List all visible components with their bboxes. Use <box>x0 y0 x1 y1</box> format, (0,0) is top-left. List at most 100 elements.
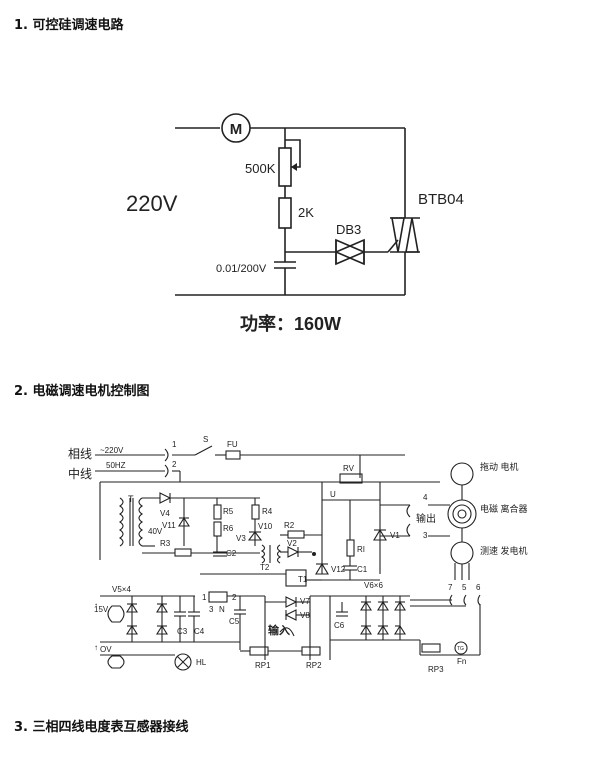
triac-label: BTB04 <box>418 191 464 208</box>
resistor-2k <box>278 197 292 229</box>
diode-v6f <box>394 624 406 635</box>
diode-v8 <box>284 609 297 621</box>
v15-label: 15V <box>94 605 109 614</box>
cap-label: 0.01/200V <box>216 263 267 275</box>
power-label: 功率：160W <box>240 313 341 334</box>
t1-label: T1 <box>298 575 308 584</box>
r4-label: R4 <box>262 507 273 516</box>
v220-label: ~220V <box>100 446 124 455</box>
fuse-fu <box>225 450 241 460</box>
v5x4-label: V5×4 <box>112 585 131 594</box>
rv-label: RV <box>343 464 355 473</box>
svg-text:↑: ↑ <box>94 601 98 610</box>
terminal-2-label: 2 <box>172 460 177 469</box>
output-label: 输出 <box>416 512 436 525</box>
v2-label: V2 <box>287 539 297 548</box>
diode-v7 <box>285 596 298 608</box>
resistor-r3 <box>174 548 192 557</box>
pin-1-label: 1 <box>202 593 207 602</box>
pin-2-label: 2 <box>232 593 237 602</box>
pot-label: 500K <box>245 161 276 176</box>
terminal-5-label: 5 <box>462 583 467 592</box>
diode-v1 <box>373 528 387 541</box>
rp2-label: RP2 <box>306 661 322 670</box>
v7-label: V7 <box>300 597 310 606</box>
v10-label: V10 <box>258 522 273 531</box>
r5-label: R5 <box>223 507 234 516</box>
neutral-label: 中线 <box>68 466 92 481</box>
diode-v6e <box>377 624 389 635</box>
drag-motor-label: 拖动 电机 <box>480 461 519 472</box>
pot-rp1 <box>249 646 269 656</box>
pin-n-label: N <box>219 605 225 614</box>
terminal-3-label: 3 <box>423 531 428 540</box>
tach-generator <box>450 541 474 565</box>
triac-speed-circuit: M 500K 2K 220V DB3 BTB04 0.01/200V 功率：16… <box>126 113 464 334</box>
rp3-label: RP3 <box>428 665 444 674</box>
resistor-ri <box>346 539 355 557</box>
switch-label: S <box>203 435 208 444</box>
svg-text:↑: ↑ <box>94 643 98 652</box>
v3-label: V3 <box>236 534 246 543</box>
diode-v6c <box>394 600 406 611</box>
v6x6-label: V6×6 <box>364 581 383 590</box>
terminal-1-label: 1 <box>172 440 177 449</box>
diode-v11 <box>178 516 190 527</box>
tach-generator-label: 测速 发电机 <box>480 545 528 556</box>
terminal-7-label: 7 <box>448 583 453 592</box>
drag-motor <box>450 462 474 486</box>
hl-label: HL <box>196 658 207 667</box>
section-title-3: 3. 三相四线电度表互感器接线 <box>14 720 189 735</box>
v40-label: 40V <box>148 527 163 536</box>
fuse-label: FU <box>227 440 238 449</box>
pot-rp2 <box>301 646 321 656</box>
ri-label: RI <box>357 545 365 554</box>
diode-v6b <box>377 600 389 611</box>
diode-v5d <box>156 624 168 635</box>
phase-label: 相线 <box>68 447 92 461</box>
c4-label: C4 <box>194 627 205 636</box>
c5-label: C5 <box>229 617 240 626</box>
rp1-label: RP1 <box>255 661 271 670</box>
v8-label: V8 <box>300 611 310 620</box>
regulator-ic <box>208 591 228 603</box>
pot-rp3 <box>421 643 441 653</box>
indicator-lamp-hl <box>174 653 192 671</box>
v11-label: V11 <box>162 521 176 530</box>
pin-3-label: 3 <box>209 605 214 614</box>
resistor-r6 <box>213 521 222 537</box>
terminal-6-label: 6 <box>476 583 481 592</box>
v4-label: V4 <box>160 509 170 518</box>
clutch <box>447 499 477 529</box>
diode-v5b <box>126 624 138 635</box>
resistor-r4 <box>251 504 260 520</box>
diode-v5c <box>156 602 168 613</box>
varistor-rv <box>339 473 363 484</box>
resistor-label: 2K <box>298 205 314 220</box>
c3-label: C3 <box>177 627 188 636</box>
v12-label: V12 <box>331 565 346 574</box>
tach-meter-fn <box>454 641 468 655</box>
clutch-label: 电磁 离合器 <box>480 503 528 514</box>
c6-label: C6 <box>334 621 345 630</box>
t2-label: T2 <box>260 563 270 572</box>
diode-v4 <box>159 492 172 504</box>
diode-v5a <box>126 602 138 613</box>
c1-label: C1 <box>357 565 368 574</box>
terminal-4-label: 4 <box>423 493 428 502</box>
optocoupler-t1 <box>285 569 307 587</box>
voltage-label: 220V <box>126 191 178 216</box>
r2-label: R2 <box>284 521 295 530</box>
tach-meter-symbol: TG <box>457 646 464 652</box>
transformer-label: T <box>128 494 134 504</box>
motor-label: M <box>230 121 243 138</box>
v1-label: V1 <box>390 531 400 540</box>
diode-v10 <box>247 531 263 541</box>
resistor-r2 <box>287 530 305 539</box>
diode-v6a <box>360 600 372 611</box>
resistor-r5 <box>213 504 222 520</box>
u-label: U <box>330 490 336 499</box>
ov-label: OV <box>100 645 112 654</box>
pot-500k <box>278 147 292 187</box>
diode-v2 <box>287 546 300 558</box>
